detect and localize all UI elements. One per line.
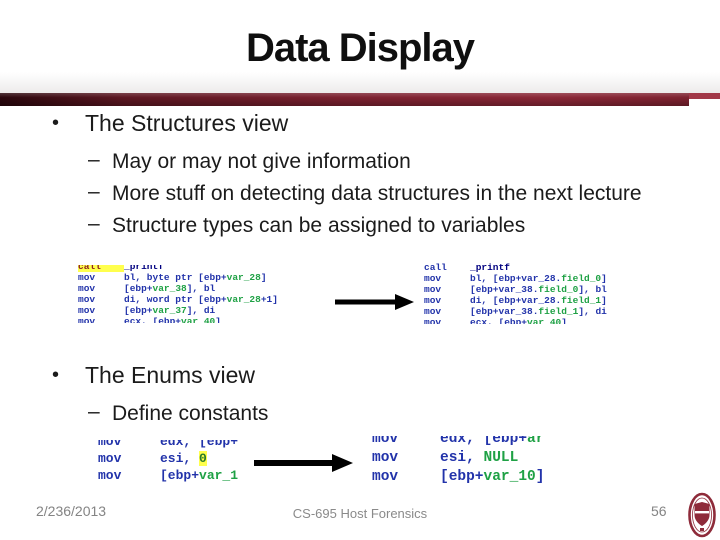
accent-bar-end-cap [689, 93, 720, 99]
bullet-enums-view: • The Enums view [52, 362, 672, 389]
dash-icon: – [88, 211, 100, 235]
slide-number: 56 [651, 503, 667, 519]
sub-bullet: – May or may not give information [88, 148, 668, 176]
dash-icon: – [88, 148, 100, 171]
right-arrow-icon [335, 294, 414, 310]
structures-sub-bullets: – May or may not give information – More… [88, 148, 668, 244]
bullet-heading: The Enums view [85, 362, 256, 388]
sub-bullet: – Define constants [88, 400, 668, 428]
sub-bullet-text: Define constants [112, 402, 269, 425]
sub-bullet-text: May or may not give information [112, 150, 411, 173]
bullet-heading: The Structures view [85, 110, 289, 136]
bullet-icon: • [52, 112, 60, 134]
dash-icon: – [88, 179, 100, 203]
accent-bar [0, 93, 689, 106]
enums-sub-bullets: – Define constants [88, 400, 668, 432]
bullet-structures-view: • The Structures view [52, 110, 672, 137]
university-seal-icon [688, 492, 716, 538]
sub-bullet: – More stuff on detecting data structure… [88, 180, 668, 208]
bullet-icon: • [52, 364, 60, 386]
sub-bullet: – Structure types can be assigned to var… [88, 212, 668, 240]
dash-icon: – [88, 400, 100, 423]
footer-course-title: CS-695 Host Forensics [292, 506, 428, 521]
title-underlay-band [0, 72, 720, 93]
sub-bullet-text: More stuff on detecting data structures … [112, 181, 642, 205]
slide-title: Data Display [245, 26, 475, 70]
right-arrow-icon [254, 454, 353, 472]
footer-date: 2/236/2013 [36, 503, 107, 519]
sub-bullet-text: Structure types can be assigned to varia… [112, 213, 526, 237]
